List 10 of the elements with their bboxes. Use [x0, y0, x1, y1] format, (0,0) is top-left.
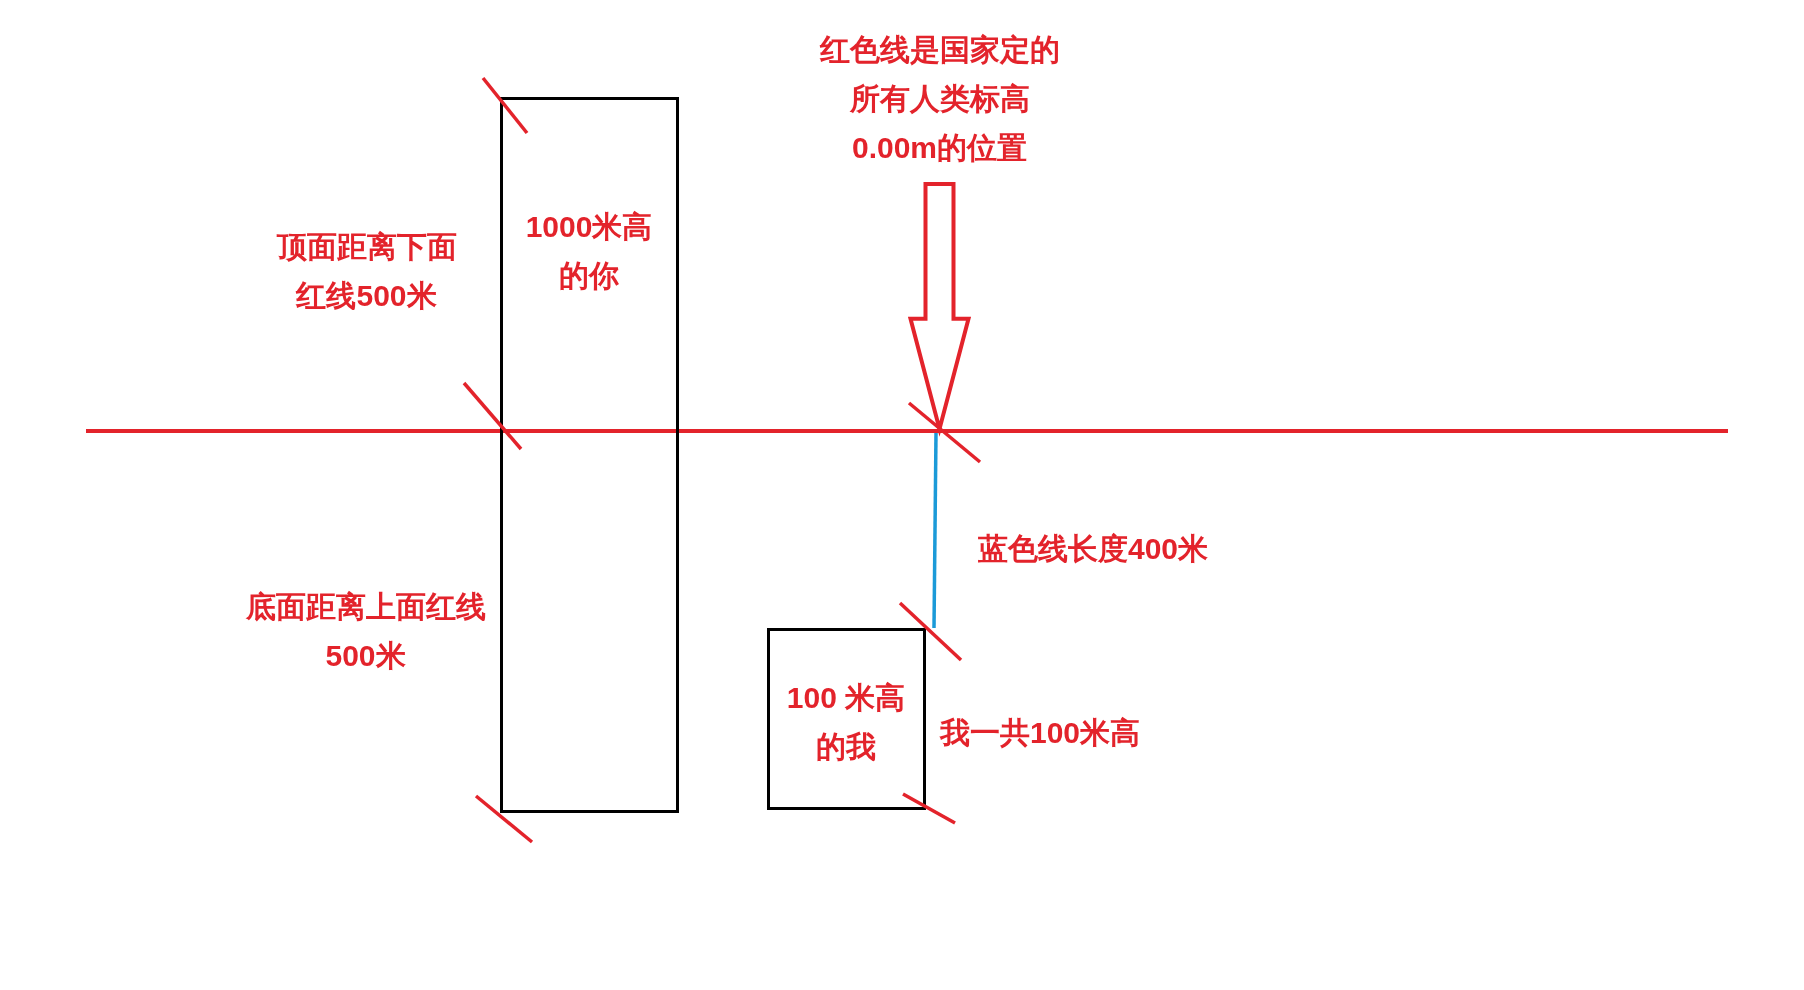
short-rectangle [767, 628, 926, 810]
dimension-label: 顶面距离下面红线500米 [275, 229, 458, 314]
block-arrow [907, 182, 972, 437]
dimension-label: 蓝色线长度400米 [978, 531, 1209, 567]
tall-rectangle [500, 97, 679, 813]
annotation-text: 红色线是国家定的所有人类标高0.00m的位置 [815, 25, 1064, 172]
rectangle-label: 100 米高的我 [785, 680, 907, 765]
dimension-label: 我一共100米高 [940, 715, 1141, 751]
dimension-label: 底面距离上面红线500米 [244, 589, 487, 674]
rectangle-label: 1000米高的你 [524, 209, 654, 294]
